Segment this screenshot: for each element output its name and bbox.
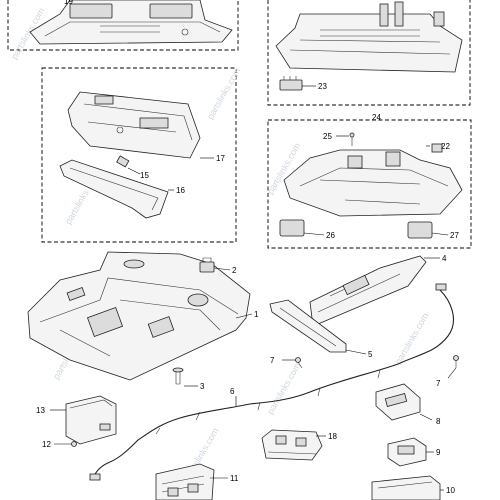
- part-3-fastener: [172, 367, 184, 385]
- part-27-switch: [407, 221, 433, 239]
- part-12-screw: [71, 441, 77, 447]
- callout-24: 24: [372, 113, 381, 122]
- callout-13: 13: [36, 406, 45, 415]
- part-26-switch: [279, 219, 305, 237]
- part-13-module: [65, 395, 117, 445]
- part-2-clip: [199, 257, 215, 273]
- group-17-frame: [41, 67, 237, 243]
- part-4-trim-panel: [309, 255, 427, 325]
- callout-19: 19: [64, 0, 73, 6]
- part-8-switch: [375, 383, 421, 421]
- callout-16: 16: [176, 186, 185, 195]
- callout-17: 17: [216, 154, 225, 163]
- callout-26: 26: [326, 231, 335, 240]
- part-5-bracket: [269, 299, 347, 353]
- part-overhead-module-17: [67, 91, 201, 159]
- part-7-screw-b: [453, 355, 459, 368]
- part-16-lens: [59, 159, 169, 219]
- part-6-wiring-harness: [89, 283, 454, 481]
- part-25-screw: [349, 132, 355, 146]
- part-7-screw-a: [295, 357, 303, 369]
- callout-10: 10: [446, 486, 455, 495]
- callout-12: 12: [42, 440, 51, 449]
- group-24-frame: [267, 119, 472, 249]
- callout-5: 5: [368, 350, 373, 359]
- group-19-frame: [7, 0, 239, 51]
- callout-22: 22: [441, 142, 450, 151]
- callout-4: 4: [442, 254, 447, 263]
- callout-25: 25: [323, 132, 332, 141]
- callout-23: 23: [318, 82, 327, 91]
- callout-11: 11: [230, 474, 239, 483]
- callout-18: 18: [328, 432, 337, 441]
- part-24-frame-console: [283, 149, 463, 217]
- group-right-top-frame: [267, 0, 471, 106]
- callout-3: 3: [200, 382, 205, 391]
- callout-9: 9: [436, 448, 441, 457]
- part-22-clip: [431, 143, 443, 153]
- part-10-lens: [371, 475, 441, 500]
- callout-27: 27: [450, 231, 459, 240]
- part-11-switch-panel: [155, 463, 215, 500]
- part-15-bulb: [116, 155, 130, 168]
- part-9-switch: [387, 437, 427, 467]
- part-1-console-housing: [27, 251, 251, 381]
- callout-15: 15: [140, 171, 149, 180]
- part-23-connector: [279, 76, 303, 91]
- part-18-lamp-assembly: [261, 429, 323, 461]
- callout-7b: 7: [436, 379, 441, 388]
- part-19-console: [29, 0, 233, 45]
- part-overhead-frame-top-right: [275, 1, 463, 73]
- callout-2: 2: [232, 266, 237, 275]
- callout-6: 6: [230, 387, 235, 396]
- callout-7a: 7: [270, 356, 275, 365]
- watermark-2: partslinks.com: [205, 66, 242, 121]
- callout-8: 8: [436, 417, 441, 426]
- watermark-6: partslinks.com: [265, 361, 302, 416]
- callout-1: 1: [254, 310, 259, 319]
